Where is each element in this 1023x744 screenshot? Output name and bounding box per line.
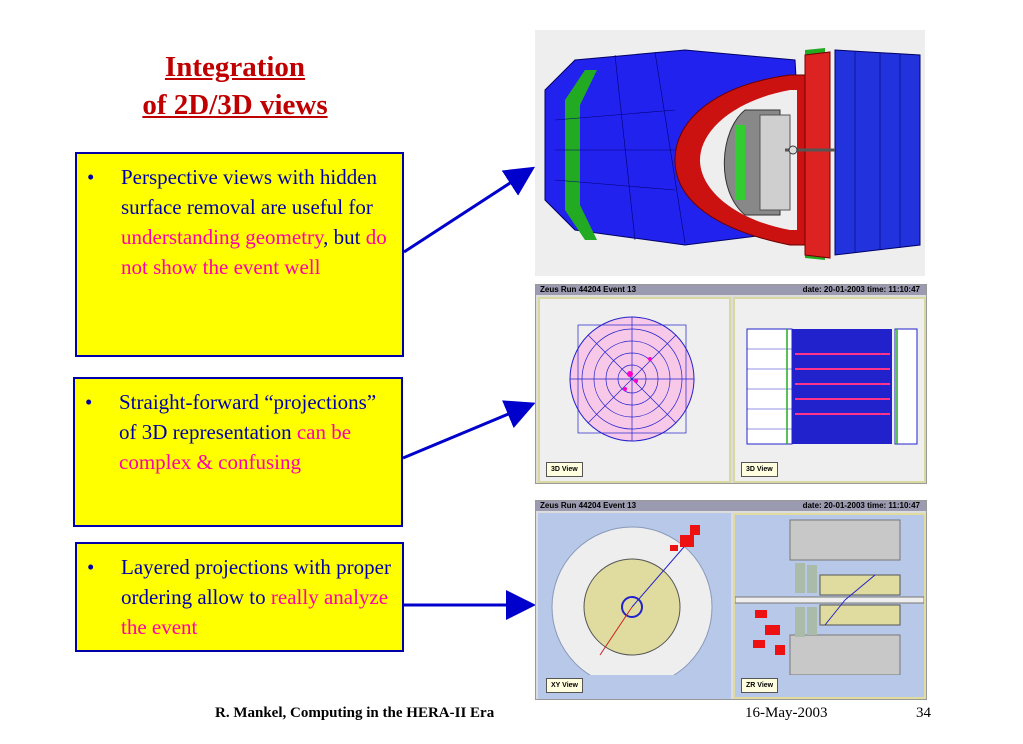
arrow-to-3d-view (403, 166, 536, 254)
footer-date: 16-May-2003 (745, 705, 828, 721)
bullet-box-projections: • Straight-forward “projections” of 3D r… (73, 377, 403, 527)
footer-page-number: 34 (916, 705, 931, 721)
bullet-marker: • (87, 555, 95, 579)
radial-projection-drawing (569, 316, 695, 442)
bullet-text-highlight: do not show the event well (121, 225, 387, 279)
bullet-text: Perspective views with hidden surface re… (121, 162, 396, 282)
footer-author: R. Mankel, Computing in the HERA-II Era (215, 705, 495, 721)
3d-view-button[interactable]: 3D View (546, 462, 583, 477)
slide-title: Integration of 2D/3D views (60, 48, 410, 124)
layered-panel: Zeus Run 44204 Event 13 date: 20-01-2003… (535, 500, 927, 700)
bullet-text-plain: Layered projections with proper ordering… (121, 555, 391, 609)
date-time-label: date: 20-01-2003 time: 11:10:47 (802, 501, 920, 510)
projections-panel: Zeus Run 44204 Event 13 date: 20-01-2003… (535, 284, 927, 484)
side-projection-drawing (746, 328, 918, 445)
zr-view: ZR View (733, 513, 926, 699)
arrow-to-projections (402, 400, 536, 460)
event-titlebar: Zeus Run 44204 Event 13 date: 20-01-2003… (536, 285, 926, 295)
bullet-text: Layered projections with proper ordering… (121, 552, 396, 642)
title-line-1: Integration (164, 51, 306, 83)
bullet-text-highlight: really analyze the event (121, 585, 389, 639)
title-line-2: of 2D/3D views (142, 89, 328, 121)
bullet-text-plain: , but (323, 225, 366, 249)
xy-projection-drawing (551, 525, 713, 688)
zr-projection-drawing (735, 519, 924, 676)
bullet-box-layered: • Layered projections with proper orderi… (75, 542, 404, 652)
perspective-3d-image (535, 30, 925, 276)
bullet-text-highlight: understanding geometry (121, 225, 324, 249)
zr-view-button[interactable]: ZR View (741, 678, 779, 693)
bullet-marker: • (85, 390, 93, 414)
3d-view-button[interactable]: 3D View (741, 462, 778, 477)
bullet-marker: • (87, 165, 95, 189)
bullet-text-plain: Straight-forward “projections” of 3D rep… (119, 390, 377, 444)
projection-view-right: 3D View (733, 297, 926, 483)
bullet-text: Straight-forward “projections” of 3D rep… (119, 387, 395, 477)
detector-3d-drawing (544, 48, 921, 260)
bullet-box-perspective: • Perspective views with hidden surface … (75, 152, 404, 357)
run-label: Zeus Run 44204 Event 13 (540, 285, 637, 294)
projection-view-left: 3D View (538, 297, 731, 483)
event-titlebar: Zeus Run 44204 Event 13 date: 20-01-2003… (536, 501, 926, 511)
bullet-text-highlight: can be complex & confusing (119, 420, 352, 474)
xy-view: XY View (538, 513, 731, 699)
xy-view-button[interactable]: XY View (546, 678, 583, 693)
run-label: Zeus Run 44204 Event 13 (540, 501, 637, 510)
date-time-label: date: 20-01-2003 time: 11:10:47 (802, 285, 920, 294)
bullet-text-plain: Perspective views with hidden surface re… (121, 165, 378, 219)
